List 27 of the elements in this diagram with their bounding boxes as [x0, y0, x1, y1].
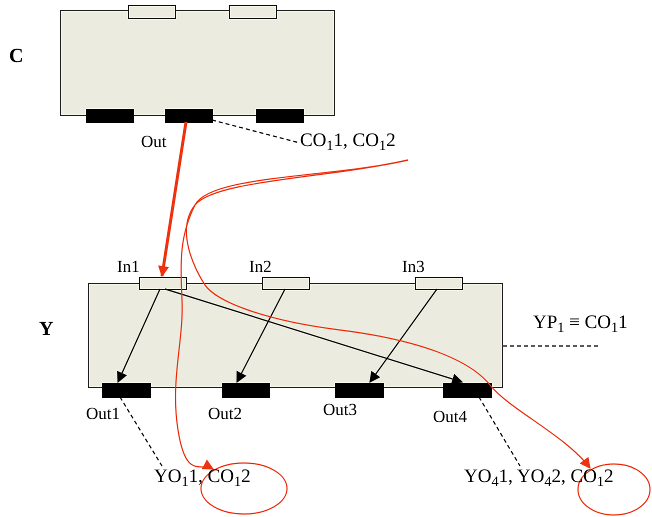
annotation-text: CO$_{1}$1, CO$_{1}$2: [300, 130, 396, 151]
port-label: Out: [141, 132, 166, 151]
arrow: [236, 288, 286, 383]
annotation-text: YP$_{1}$ ≡ CO$_{1}$1: [533, 312, 628, 333]
port-label: In1: [117, 257, 140, 276]
input-port: [128, 5, 176, 19]
leader-line: [119, 396, 163, 466]
component-label: C: [9, 45, 24, 67]
output-port: [256, 109, 304, 123]
flow-arrow: [186, 159, 591, 469]
input-port: [229, 5, 277, 19]
port-label: Out2: [208, 404, 242, 423]
port-label: Out1: [86, 404, 120, 423]
component-label: Y: [39, 318, 54, 340]
arrow: [164, 288, 464, 384]
arrow: [369, 288, 438, 383]
port-label: In3: [402, 257, 425, 276]
leader-line: [212, 119, 300, 144]
annotation-text: YO$_{1}$1, CO$_{1}$2: [154, 466, 251, 487]
port-label: Out3: [323, 400, 357, 419]
port-label: Out4: [433, 407, 467, 426]
leader-line: [478, 396, 521, 466]
leader-line: [503, 345, 600, 347]
flow-arrow: [158, 122, 188, 278]
output-port: [86, 109, 134, 123]
arrow: [117, 288, 161, 383]
port-label: In2: [249, 257, 272, 276]
